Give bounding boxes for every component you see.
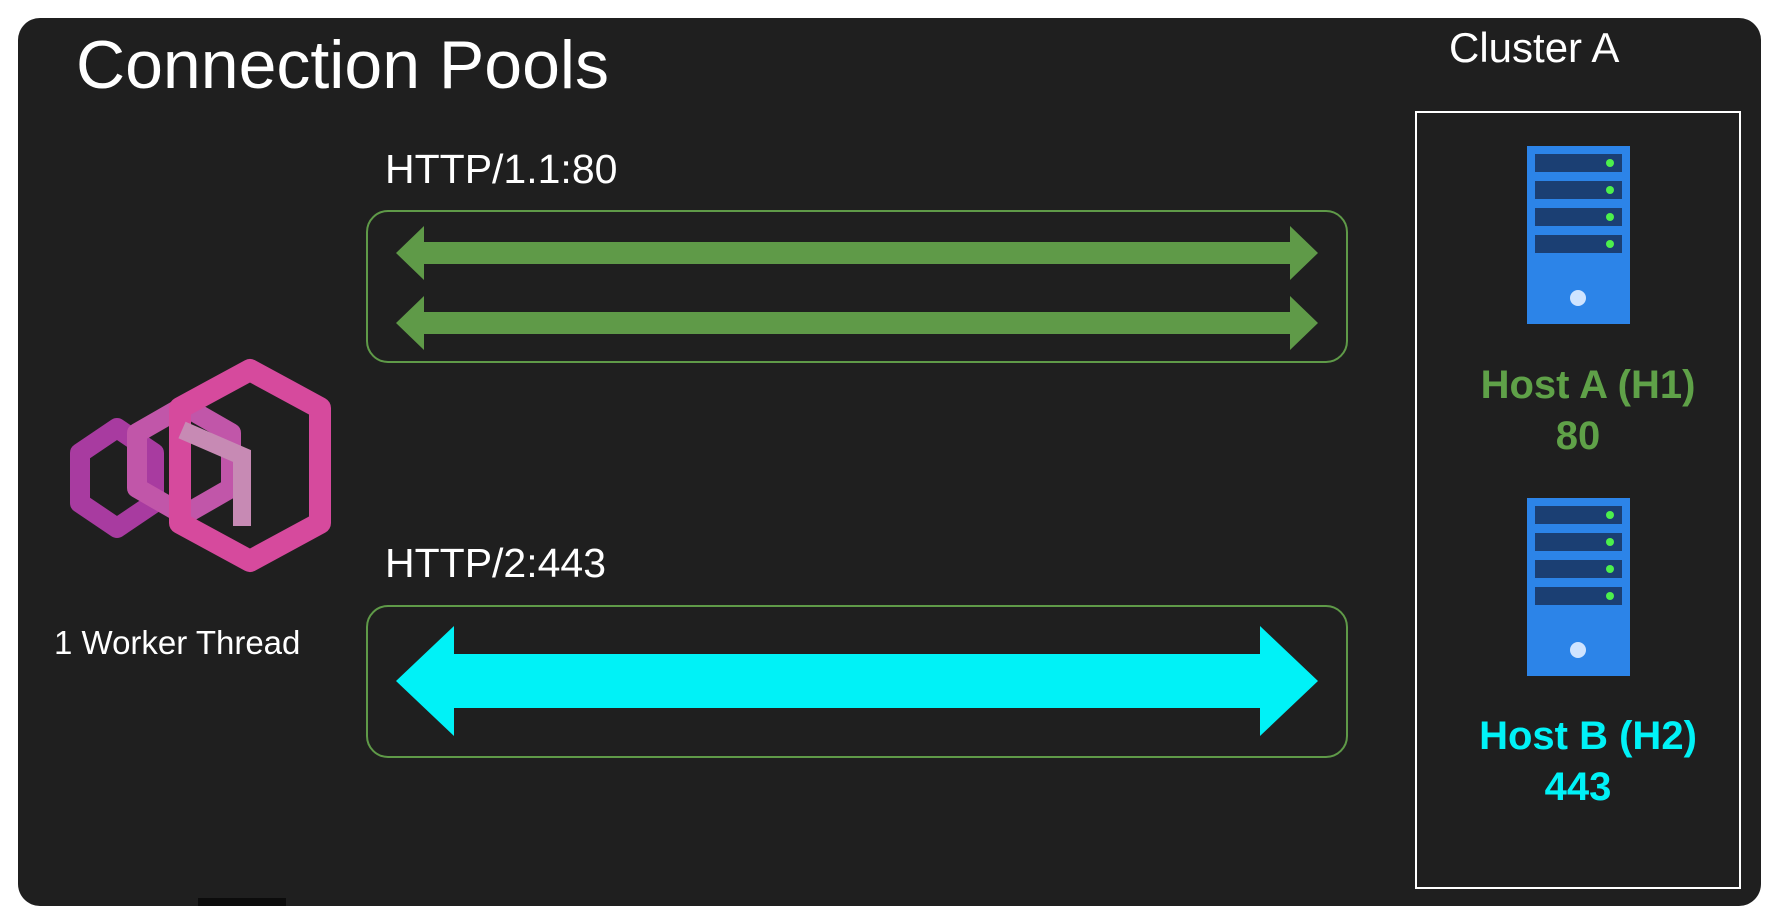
http2-connections xyxy=(396,626,1318,736)
envoy-logo-inner-stroke xyxy=(178,421,251,526)
envoy-logo-icon xyxy=(70,359,331,572)
slide-title: Connection Pools xyxy=(76,27,610,103)
host-a-port: 80 xyxy=(1555,414,1601,458)
http1-pool-box xyxy=(366,210,1348,363)
http1-connection-arrow xyxy=(396,296,1318,350)
http1-connection-arrow xyxy=(396,226,1318,280)
cluster-box: Host A (H1) 80 Host B (H2) 443 xyxy=(1415,111,1741,889)
http2-pool-label: HTTP/2:443 xyxy=(385,540,607,586)
host-b-port: 443 xyxy=(1544,765,1612,809)
http1-connections xyxy=(396,226,1318,350)
server-icon xyxy=(1527,146,1630,324)
slide: Connection Pools Cluster A HTTP/1.1:80 H… xyxy=(18,18,1761,906)
http2-connection-arrow xyxy=(396,626,1318,736)
bottom-mark xyxy=(198,898,286,906)
host-a-name: Host A (H1) xyxy=(1480,363,1696,407)
http1-pool-label: HTTP/1.1:80 xyxy=(385,146,618,192)
cluster-label: Cluster A xyxy=(1449,24,1620,71)
envoy-logo-hexagon-front xyxy=(169,359,331,572)
worker-thread-label: 1 Worker Thread xyxy=(54,624,301,661)
http2-pool-box xyxy=(366,605,1348,758)
host-b-name: Host B (H2) xyxy=(1479,714,1697,758)
server-icon xyxy=(1527,498,1630,676)
